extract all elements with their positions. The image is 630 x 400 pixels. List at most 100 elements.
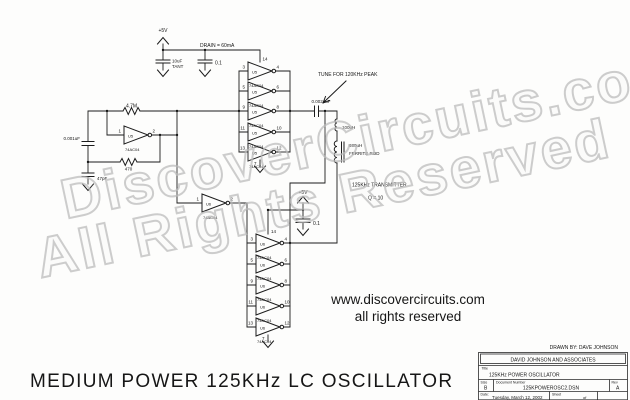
drain-note: DRAIN = 60mA bbox=[200, 43, 235, 49]
tune-arrow bbox=[322, 80, 347, 104]
gate-part-number: 74AC04 bbox=[203, 215, 218, 220]
drawn-by: DRAWN BY: DAVE JOHNSON bbox=[550, 345, 619, 351]
antenna-core-label: FERRITE ROD bbox=[349, 151, 380, 156]
pin-number-out: 6 bbox=[285, 258, 288, 263]
date-label: Date: bbox=[481, 393, 489, 397]
series-cap-value: 0.0024uF bbox=[311, 99, 330, 104]
rights-credit: all rights reserved bbox=[355, 309, 462, 324]
gate-part-number: 74AC04 bbox=[257, 276, 272, 281]
resistor-symbols bbox=[119, 106, 141, 167]
input-cap-value: 0.001uF bbox=[63, 136, 80, 141]
gate-part-number: 74AC04 bbox=[249, 164, 264, 169]
plus5v-label-2: +5V bbox=[298, 190, 308, 196]
pin-number-in: 11 bbox=[240, 126, 245, 131]
pin-number-in: 1 bbox=[196, 197, 199, 202]
ground-symbols bbox=[81, 69, 310, 349]
q-factor-label: Q = 10 bbox=[368, 196, 383, 202]
pin-number-out: 8 bbox=[277, 105, 280, 110]
inductor-100uH-symbol bbox=[334, 118, 338, 132]
rev-value: A bbox=[616, 386, 620, 392]
bulk-cap-type: TANT bbox=[172, 64, 184, 69]
inductor-680uH-symbol bbox=[333, 140, 338, 164]
gate-designator: U6 bbox=[260, 326, 266, 331]
tune-note: TUNE FOR 120KHz PEAK bbox=[318, 72, 378, 78]
gate-designator: U6 bbox=[260, 263, 266, 268]
pin-number-in: 9 bbox=[242, 105, 245, 110]
pin-number-out: 6 bbox=[277, 85, 280, 90]
pin-number-in: 3 bbox=[250, 237, 253, 242]
pin-number-out: 4 bbox=[285, 237, 288, 242]
pin-number-in: 3 bbox=[242, 65, 245, 70]
gate-designator: U5 bbox=[252, 131, 258, 136]
pin-number-in: 11 bbox=[248, 300, 253, 305]
inverter-gate: 1 2U6 74AC04 bbox=[176, 193, 248, 220]
drawing-title: 125KHz POWER OSCILLATOR bbox=[489, 373, 560, 379]
title-block: DAVID JOHNSON AND ASSOCIATES Title 125KH… bbox=[478, 352, 628, 400]
pin-number-out: 10 bbox=[277, 126, 283, 131]
date-value: Tuesday, March 12, 2002 bbox=[492, 395, 543, 400]
series-inductor-value2: 100uH bbox=[342, 125, 355, 130]
doc-label: Document Number bbox=[496, 381, 526, 385]
inverter-gate: 9 8U6 74AC04 bbox=[246, 275, 291, 302]
sheet-title: MEDIUM POWER 125KHz LC OSCILLATOR bbox=[30, 371, 453, 392]
ferrite-core-bars bbox=[341, 141, 345, 163]
pin-number-out: 12 bbox=[285, 321, 291, 326]
pin7-label-bottom: 7 bbox=[262, 336, 265, 341]
gate-designator: U5 bbox=[252, 110, 258, 115]
inverter-gate: 9 8U5 74AC04 bbox=[238, 101, 291, 128]
feedback-resistor-value: 4.7M bbox=[126, 104, 137, 110]
bypass-cap-value: 0.1 bbox=[215, 61, 222, 67]
power-symbols bbox=[156, 36, 310, 204]
bypass-cap-value-2: 0.1 bbox=[313, 221, 320, 227]
company-name: DAVID JOHNSON AND ASSOCIATES bbox=[510, 358, 596, 364]
pin-number-in: 13 bbox=[248, 321, 254, 326]
inverter-gate: 5 6U6 74AC04 bbox=[246, 254, 291, 281]
pin14-label-top: 14 bbox=[263, 57, 269, 62]
gate-designator: U6 bbox=[260, 242, 266, 247]
bulk-cap-value: 10uF bbox=[172, 59, 183, 64]
pin-number-in: 9 bbox=[250, 279, 253, 284]
transmitter-label: 125KHz TRANSMITTER bbox=[352, 183, 407, 189]
pin-number-out: 8 bbox=[285, 279, 288, 284]
gate-part-number: 74AC04 bbox=[257, 339, 272, 344]
gate-designator: U6 bbox=[260, 284, 266, 289]
gate-part-number: 74AC04 bbox=[257, 255, 272, 260]
pin-number-out: 10 bbox=[285, 300, 291, 305]
gate-designator: U5 bbox=[128, 134, 134, 139]
gate-designator: U6 bbox=[206, 202, 212, 207]
antenna-inductor-value: 680uH bbox=[349, 143, 362, 148]
junction-dots bbox=[86, 48, 327, 245]
rev-label: Rev bbox=[612, 381, 618, 385]
of-label: of bbox=[583, 395, 587, 400]
site-credit: www.discovercircuits.com bbox=[330, 292, 485, 307]
inverter-gate: 3 4U6 74AC04 bbox=[246, 233, 338, 260]
pin-number-out: 12 bbox=[277, 146, 283, 151]
pin-number-in: 13 bbox=[240, 146, 246, 151]
size-label: Size bbox=[481, 381, 488, 385]
gate-part-number: 74AC04 bbox=[257, 297, 272, 302]
size-value: B bbox=[484, 386, 488, 392]
gate-part-number: 74AC04 bbox=[249, 123, 264, 128]
pin-number-out: 2 bbox=[231, 197, 234, 202]
gate-designator: U5 bbox=[252, 90, 258, 95]
gate-designator: U5 bbox=[252, 151, 258, 156]
pin-number-out: 2 bbox=[153, 129, 156, 134]
plus5v-label: +5V bbox=[158, 28, 168, 34]
title-label: Title bbox=[482, 367, 489, 371]
pin14-label-bottom: 14 bbox=[271, 229, 277, 234]
gate-designator: U6 bbox=[260, 305, 266, 310]
pin-number-in: 5 bbox=[250, 258, 253, 263]
pin7-label-top: 7 bbox=[254, 161, 257, 166]
pin-number-in: 1 bbox=[118, 129, 121, 134]
doc-number: 125KPOWEROSC2.DSN bbox=[523, 386, 580, 392]
shunt-cap-value: 47pF bbox=[97, 176, 108, 181]
